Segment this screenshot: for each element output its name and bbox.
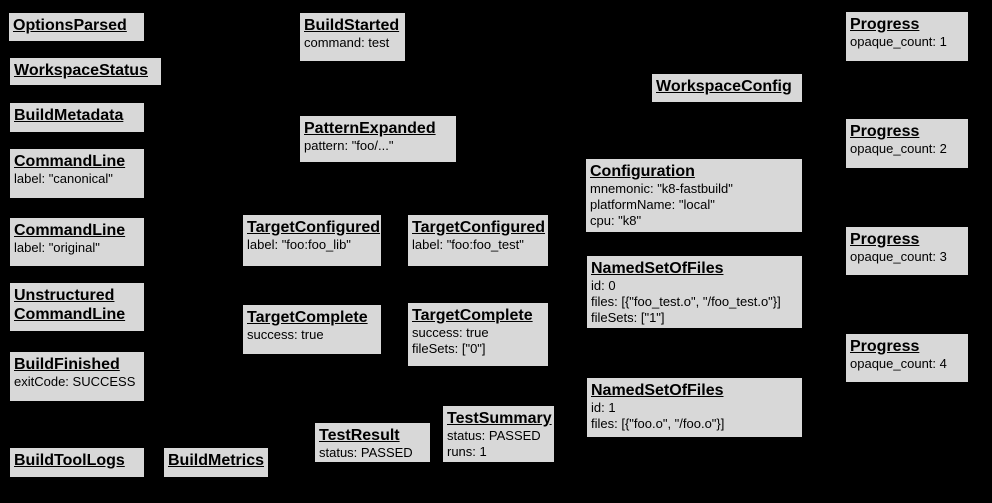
node-title: WorkspaceConfig [656, 78, 792, 95]
node-build-metrics: BuildMetrics [163, 447, 269, 478]
node-workspace-status: WorkspaceStatus [9, 57, 162, 86]
node-title: Configuration [590, 163, 695, 180]
node-options-parsed: OptionsParsed [8, 12, 145, 42]
node-field: files: [{"foo_test.o", "/foo_test.o"}] [591, 294, 781, 309]
node-title: CommandLine [14, 222, 126, 239]
node-title: WorkspaceStatus [14, 62, 148, 79]
node-field: opaque_count: 1 [850, 34, 947, 49]
node-field: files: [{"foo.o", "/foo.o"}] [591, 416, 725, 431]
node-title: TestResult [319, 427, 400, 444]
node-field: label: "foo:foo_lib" [247, 237, 351, 252]
node-field: label: "original" [14, 240, 100, 255]
node-test-result: TestResult status: PASSED [314, 422, 431, 463]
node-field: exitCode: SUCCESS [14, 374, 136, 389]
node-test-summary: TestSummary status: PASSED runs: 1 [442, 405, 555, 463]
node-field: opaque_count: 4 [850, 356, 947, 371]
node-title: NamedSetOfFiles [591, 382, 724, 399]
node-command-line-canonical: CommandLine label: "canonical" [9, 148, 145, 199]
node-configuration: Configuration mnemonic: "k8-fastbuild" p… [585, 158, 803, 233]
node-progress-2: Progress opaque_count: 2 [845, 118, 969, 169]
node-title: BuildToolLogs [14, 452, 125, 469]
node-field: opaque_count: 3 [850, 249, 947, 264]
node-named-set-of-files-0: NamedSetOfFiles id: 0 files: [{"foo_test… [586, 255, 803, 329]
node-title: TargetComplete [247, 309, 368, 326]
node-title: OptionsParsed [13, 17, 127, 34]
node-build-tool-logs: BuildToolLogs [9, 447, 145, 478]
node-field: status: PASSED [447, 428, 541, 443]
node-field: cpu: "k8" [590, 213, 642, 228]
node-field: platformName: "local" [590, 197, 715, 212]
node-title: BuildStarted [304, 17, 400, 34]
node-target-complete-foo-test: TargetComplete success: true fileSets: [… [407, 302, 549, 367]
node-title: BuildMetadata [14, 107, 124, 124]
node-build-metadata: BuildMetadata [9, 102, 145, 133]
node-title: TestSummary [447, 410, 552, 427]
node-title: CommandLine [14, 153, 126, 170]
node-workspace-config: WorkspaceConfig [651, 73, 803, 103]
node-title: TargetComplete [412, 307, 533, 324]
node-field: opaque_count: 2 [850, 141, 947, 156]
node-title: TargetConfigured [247, 219, 381, 236]
node-field: fileSets: ["1"] [591, 310, 665, 325]
node-field: status: PASSED [319, 445, 413, 460]
node-field: fileSets: ["0"] [412, 341, 486, 356]
node-build-finished: BuildFinished exitCode: SUCCESS [9, 351, 145, 402]
node-title: Progress [850, 123, 920, 140]
node-field: pattern: "foo/..." [304, 138, 394, 153]
node-title: BuildMetrics [168, 452, 265, 469]
node-command-line-original: CommandLine label: "original" [9, 217, 145, 267]
node-title: NamedSetOfFiles [591, 260, 724, 277]
node-field: runs: 1 [447, 444, 487, 459]
node-target-complete-foo-lib: TargetComplete success: true [242, 304, 382, 355]
node-field: label: "canonical" [14, 171, 113, 186]
node-title: BuildFinished [14, 356, 120, 373]
node-field: success: true [412, 325, 489, 340]
node-progress-3: Progress opaque_count: 3 [845, 226, 969, 276]
node-title: TargetConfigured [412, 219, 546, 236]
node-field: command: test [304, 35, 390, 50]
node-title: Progress [850, 231, 920, 248]
node-target-configured-foo-test: TargetConfigured label: "foo:foo_test" [407, 214, 549, 267]
node-title-line-1: Unstructured [14, 287, 115, 304]
node-target-configured-foo-lib: TargetConfigured label: "foo:foo_lib" [242, 214, 382, 267]
node-title: Progress [850, 338, 920, 355]
node-title: Progress [850, 16, 920, 33]
node-build-started: BuildStarted command: test [299, 12, 406, 62]
node-progress-1: Progress opaque_count: 1 [845, 11, 969, 62]
node-progress-4: Progress opaque_count: 4 [845, 333, 969, 383]
node-unstructured-command-line: Unstructured CommandLine [9, 282, 145, 332]
node-title: PatternExpanded [304, 120, 436, 137]
node-field: success: true [247, 327, 324, 342]
node-title-line-2: CommandLine [14, 306, 126, 323]
node-named-set-of-files-1: NamedSetOfFiles id: 1 files: [{"foo.o", … [586, 377, 803, 438]
node-field: id: 1 [591, 400, 616, 415]
node-field: mnemonic: "k8-fastbuild" [590, 181, 733, 196]
node-field: id: 0 [591, 278, 616, 293]
node-field: label: "foo:foo_test" [412, 237, 524, 252]
node-pattern-expanded: PatternExpanded pattern: "foo/..." [299, 115, 457, 163]
